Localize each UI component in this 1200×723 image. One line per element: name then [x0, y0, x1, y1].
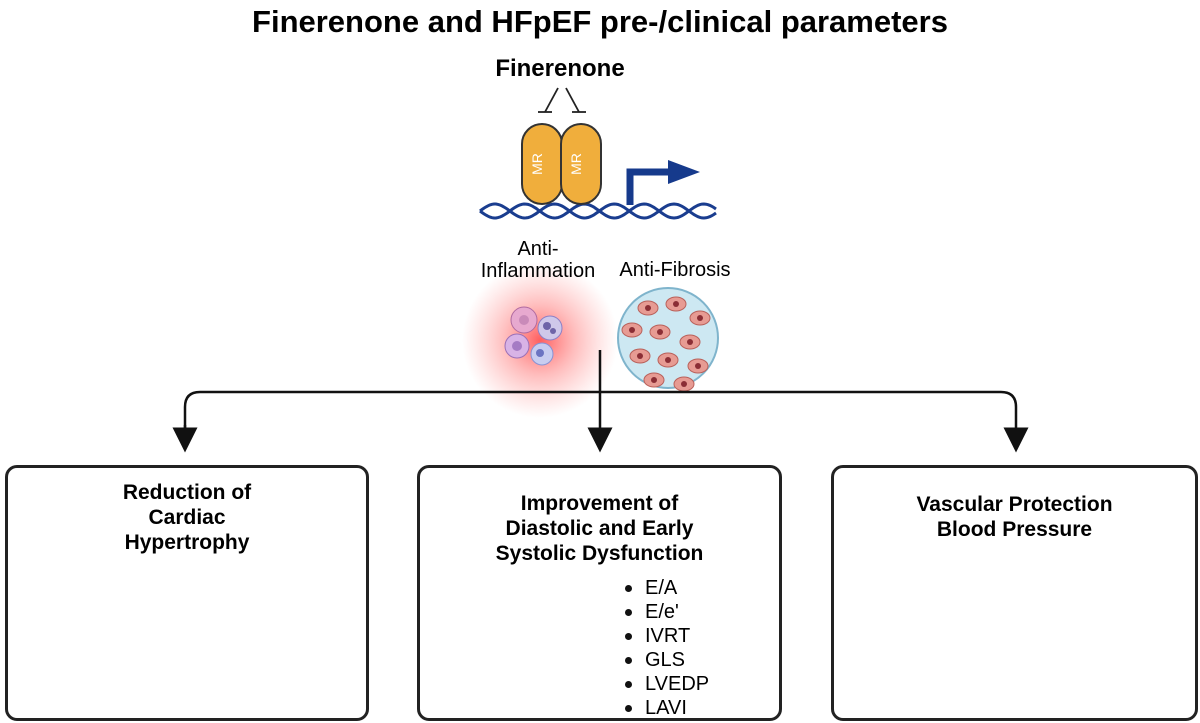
mr-label-1: MR [529, 153, 545, 175]
panel-title-line: Hypertrophy [124, 531, 250, 554]
dna-helix [479, 202, 717, 220]
panel-title-line: Diastolic and Early [505, 517, 694, 540]
list-item: E/A [620, 576, 709, 600]
mineralocorticoid-receptors: MR MR [521, 123, 602, 205]
fibroblast-nucleus [657, 329, 663, 335]
panel-title-line: Blood Pressure [936, 518, 1093, 541]
panel-title: Vascular Protection Blood Pressure [834, 492, 1195, 542]
fibroblast-nucleus [651, 377, 657, 383]
anti-fibrosis-label: Anti-Fibrosis [619, 259, 731, 281]
anti-inflammation-label: Anti- Inflammation [468, 238, 608, 282]
echo-metrics-list: E/A E/e' IVRT GLS LVEDP LAVI [620, 576, 709, 720]
fibroblast-nucleus [687, 339, 693, 345]
list-item: GLS [620, 648, 709, 672]
list-item: E/e' [620, 600, 709, 624]
panel-title-line: Improvement of [520, 492, 679, 515]
mr-label-2: MR [568, 153, 584, 175]
panel-title: Improvement of Diastolic and Early Systo… [420, 491, 779, 566]
fibroblast-nucleus [665, 357, 671, 363]
panel-title: Reduction of Cardiac Hypertrophy [8, 480, 366, 555]
list-item: IVRT [620, 624, 709, 648]
fibroblast-nucleus [645, 305, 651, 311]
panel-title-line: Vascular Protection [916, 493, 1113, 516]
fibrosis-tissue-icon [617, 287, 719, 392]
fibroblast-nucleus [695, 363, 701, 369]
list-item: LAVI [620, 696, 709, 720]
inhibition-arrows [538, 87, 586, 113]
fibroblast-nucleus [697, 315, 703, 321]
anti-inflammation-line-2: Inflammation [480, 260, 596, 282]
fibroblast-nucleus [673, 301, 679, 307]
panel-diastolic-systolic-dysfunction: Improvement of Diastolic and Early Systo… [417, 465, 782, 721]
panel-title-line: Reduction of [122, 481, 252, 504]
mr-receptor-2 [560, 123, 602, 205]
fibroblast-nucleus [681, 381, 687, 387]
list-item: LVEDP [620, 672, 709, 696]
anti-inflammation-line-1: Anti- [517, 238, 559, 260]
panel-vascular-protection: Vascular Protection Blood Pressure [831, 465, 1198, 721]
panel-title-line: Systolic Dysfunction [495, 542, 704, 565]
drug-label: Finerenone [495, 55, 625, 82]
transcription-arrow-icon [626, 160, 700, 205]
fibroblast-nucleus [637, 353, 643, 359]
panel-cardiac-hypertrophy: Reduction of Cardiac Hypertrophy [5, 465, 369, 721]
branch-connectors [172, 350, 1029, 453]
inflammation-cells-icon [462, 262, 618, 418]
fibroblast-nucleus [629, 327, 635, 333]
page-title: Finerenone and HFpEF pre-/clinical param… [252, 4, 948, 39]
panel-title-line: Cardiac [148, 506, 226, 529]
